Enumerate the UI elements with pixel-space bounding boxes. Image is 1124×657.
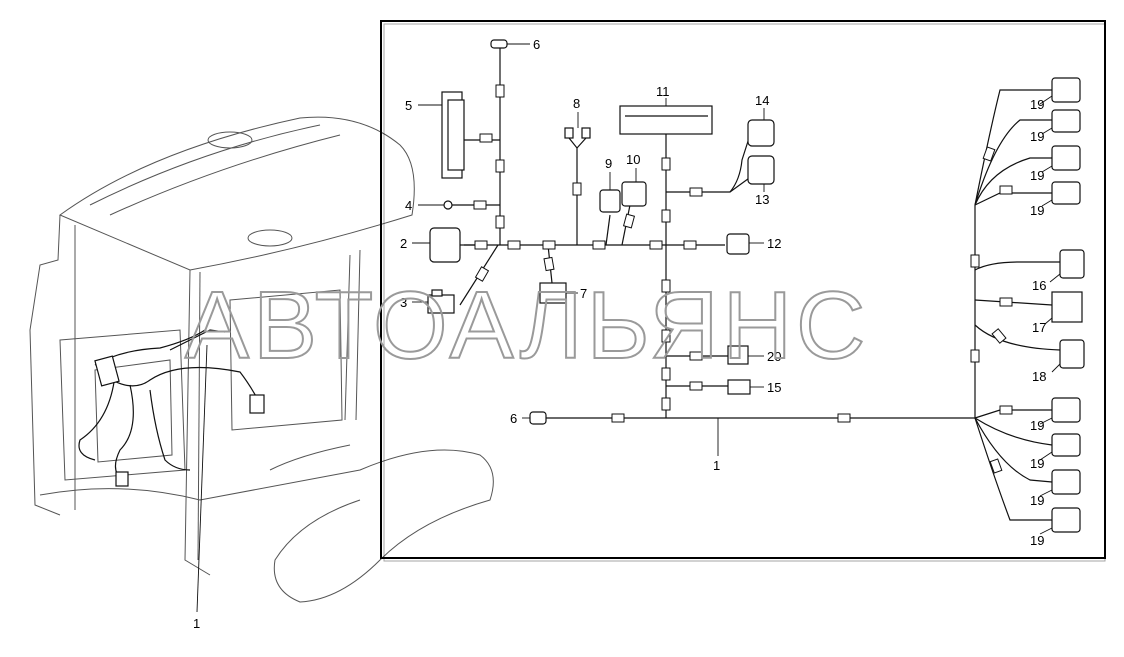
callout-4: 4 [405, 198, 412, 213]
cab-sketch: 1 [29, 116, 494, 631]
lamp-19-6 [1051, 433, 1081, 457]
connector-8a [564, 127, 574, 139]
callout-11: 11 [656, 84, 670, 99]
connector-16 [1059, 249, 1085, 279]
callout-14: 14 [755, 93, 769, 108]
connector-6-top [490, 39, 508, 49]
callout-6-top: 6 [533, 37, 540, 52]
connector-9 [599, 189, 621, 213]
callout-19-2: 19 [1030, 129, 1044, 144]
connector-6-bottom [529, 411, 547, 425]
components [427, 39, 1085, 533]
callout-19-5: 19 [1030, 418, 1044, 433]
lamp-19-1 [1051, 77, 1081, 103]
callout-1: 1 [713, 458, 720, 473]
unit-17 [1051, 291, 1083, 323]
callout-1-left: 1 [193, 616, 200, 631]
diagram-frame [380, 20, 1106, 559]
callout-19-8: 19 [1030, 533, 1044, 548]
display-11 [619, 105, 713, 135]
callout-7: 7 [580, 286, 587, 301]
leader-lines [412, 43, 1061, 535]
callout-6-bottom: 6 [510, 411, 517, 426]
callout-15: 15 [767, 380, 781, 395]
lamp-2 [429, 227, 461, 263]
watermark-text: АВТОАЛЬЯНС [185, 272, 869, 379]
connector-20 [727, 345, 749, 365]
connector-8b [581, 127, 591, 139]
wire-clips [473, 84, 1013, 474]
sensor-4 [443, 200, 453, 210]
callout-18: 18 [1032, 369, 1046, 384]
callout-3: 3 [400, 295, 407, 310]
callout-16: 16 [1032, 278, 1046, 293]
callout-labels: 6 5 4 2 3 7 8 9 10 11 12 14 13 20 15 6 1… [400, 37, 1046, 548]
lamp-19-4 [1051, 181, 1081, 205]
lamp-19-7 [1051, 469, 1081, 495]
callout-17: 17 [1032, 320, 1046, 335]
connector-14 [747, 119, 775, 147]
callout-19-6: 19 [1030, 456, 1044, 471]
lamp-19-2 [1051, 109, 1081, 133]
callout-10: 10 [626, 152, 640, 167]
connector-10 [621, 181, 647, 207]
lamp-19-8 [1051, 507, 1081, 533]
callout-19-1: 19 [1030, 97, 1044, 112]
lamp-19-5 [1051, 397, 1081, 423]
connector-13 [747, 155, 775, 185]
callout-9: 9 [605, 156, 612, 171]
callout-5: 5 [405, 98, 412, 113]
lamp-19-3 [1051, 145, 1081, 171]
callout-19-7: 19 [1030, 493, 1044, 508]
callout-8: 8 [573, 96, 580, 111]
callout-19-4: 19 [1030, 203, 1044, 218]
connector-18 [1059, 339, 1085, 369]
connector-15 [727, 379, 751, 395]
callout-12: 12 [767, 236, 781, 251]
callout-19-3: 19 [1030, 168, 1044, 183]
callout-20: 20 [767, 349, 781, 364]
callout-13: 13 [755, 192, 769, 207]
callout-2: 2 [400, 236, 407, 251]
connector-12 [726, 233, 750, 255]
